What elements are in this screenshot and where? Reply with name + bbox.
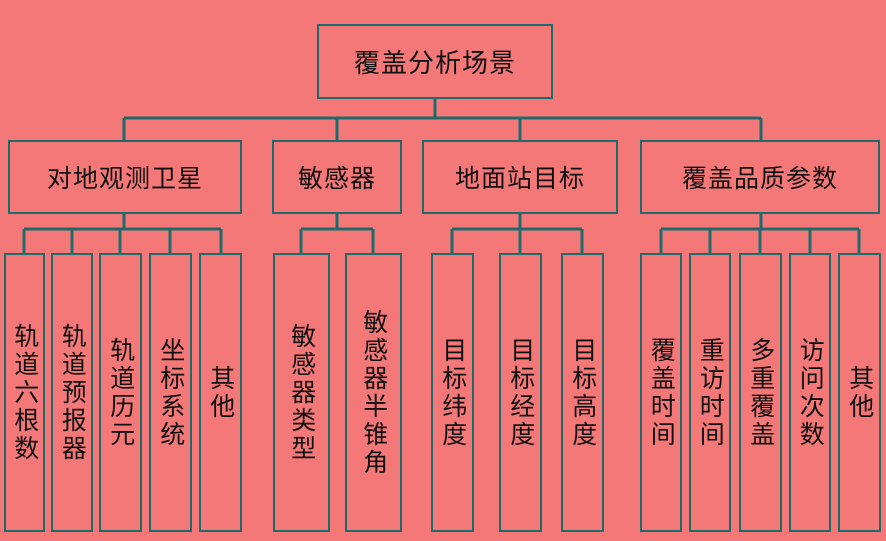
- leaf-label: 目标纬度: [438, 336, 468, 449]
- leaf-node: 覆盖时间: [640, 253, 682, 532]
- leaf-node: 目标高度: [561, 253, 604, 532]
- leaf-node: 目标经度: [499, 253, 542, 532]
- leaf-label: 敏感器类型: [287, 322, 317, 463]
- group-node-sensor: 敏感器: [272, 140, 402, 214]
- leaf-node: 其他: [838, 253, 881, 532]
- leaf-label: 轨道预报器: [58, 322, 88, 463]
- leaf-node: 轨道六根数: [4, 253, 45, 532]
- group-label: 地面站目标: [454, 164, 585, 193]
- leaf-node: 轨道预报器: [51, 253, 93, 532]
- leaf-node: 其他: [199, 253, 242, 532]
- group-node-satellite: 对地观测卫星: [8, 140, 242, 214]
- leaf-label: 目标经度: [506, 336, 536, 449]
- leaf-node: 敏感器半锥角: [345, 253, 402, 532]
- leaf-label: 坐标系统: [156, 336, 186, 449]
- root-node: 覆盖分析场景: [317, 24, 553, 99]
- leaf-node: 坐标系统: [149, 253, 192, 532]
- leaf-label: 目标高度: [568, 336, 598, 449]
- leaf-label: 其他: [845, 364, 875, 421]
- leaf-node: 轨道历元: [99, 253, 142, 532]
- leaf-node: 访问次数: [789, 253, 831, 532]
- leaf-node: 重访时间: [689, 253, 731, 532]
- leaf-label: 覆盖时间: [647, 336, 677, 449]
- leaf-label: 轨道六根数: [10, 322, 40, 463]
- leaf-label: 敏感器半锥角: [359, 308, 389, 477]
- group-label: 覆盖品质参数: [681, 164, 838, 193]
- group-label: 敏感器: [297, 164, 376, 193]
- leaf-label: 其他: [206, 364, 236, 421]
- leaf-label: 访问次数: [796, 336, 826, 449]
- leaf-node: 多重覆盖: [739, 253, 782, 532]
- leaf-node: 目标纬度: [431, 253, 474, 532]
- group-label: 对地观测卫星: [46, 164, 203, 193]
- leaf-label: 多重覆盖: [746, 336, 776, 449]
- leaf-label: 轨道历元: [106, 336, 136, 449]
- root-label: 覆盖分析场景: [353, 49, 516, 79]
- group-node-ground-target: 地面站目标: [422, 140, 618, 214]
- leaf-label: 重访时间: [696, 336, 726, 449]
- leaf-node: 敏感器类型: [273, 253, 330, 532]
- group-node-coverage-params: 覆盖品质参数: [640, 140, 880, 214]
